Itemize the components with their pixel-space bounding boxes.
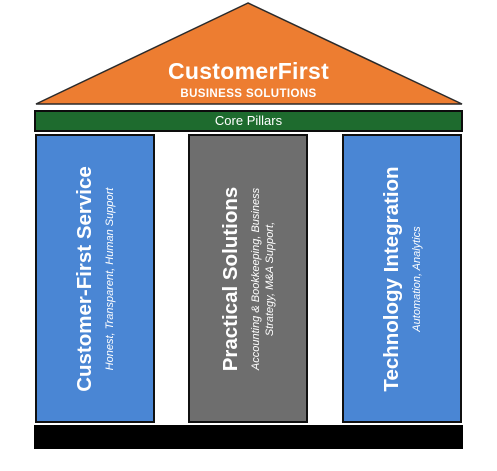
pillar-subtitle: Accounting & Bookkeeping, Business Strat… xyxy=(250,187,276,370)
pillar-title: Customer-First Service xyxy=(73,165,96,392)
foundation-base xyxy=(34,425,463,449)
roof xyxy=(35,2,463,105)
pillar-technology-integration: Technology Integration Automation, Analy… xyxy=(342,134,462,423)
core-pillars-bar: Core Pillars xyxy=(34,110,463,132)
pillar-title: Practical Solutions xyxy=(219,186,242,371)
pillar-practical-solutions: Practical Solutions Accounting & Bookkee… xyxy=(188,134,308,423)
pillar-subtitle: Honest, Transparent, Human Support xyxy=(104,187,116,370)
pillar-customer-first-service: Customer-First Service Honest, Transpare… xyxy=(35,134,155,423)
pillar-subtitle: Automation, Analytics xyxy=(411,225,423,332)
roof-triangle xyxy=(35,2,463,105)
brand-name: CustomerFirst xyxy=(167,58,330,84)
pillar-title: Technology Integration xyxy=(380,165,403,392)
brand-tagline: BUSINESS SOLUTIONS xyxy=(180,88,317,100)
